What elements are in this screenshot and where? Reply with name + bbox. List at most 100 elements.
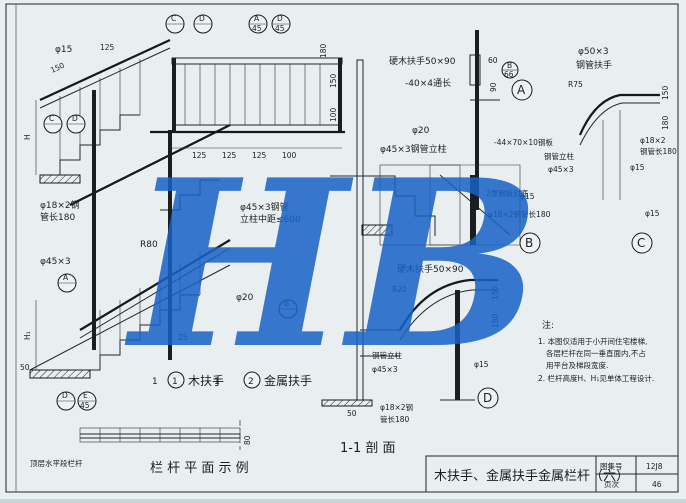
svg-text:钢管立柱: 钢管立柱 [372,350,402,360]
detail-b: 钢管立柱 φ45×3 φ15 [429,151,574,246]
plan-caption: 栏 杆 平 面 示 例 [150,461,249,476]
svg-text:1: 1 [152,377,158,387]
svg-text:φ18×2钢管长180: φ18×2钢管长180 [488,209,551,219]
detail-ref-a: A [517,83,526,97]
svg-text:D: D [199,14,205,23]
svg-text:1: 1 [172,377,178,387]
svg-text:50: 50 [347,409,357,418]
svg-text:D: D [72,114,78,123]
svg-text:页次: 页次 [604,479,619,489]
plan-note: 顶层水平段栏杆 [30,458,83,468]
drawing-title: 木扶手、金属扶手金属栏杆（六） [434,468,629,484]
svg-text:φ45×3: φ45×3 [548,165,574,174]
sheet-border [5,3,679,493]
detail-a: 硬木扶手50×90 -40×4通长 φ20 φ45×3钢管立柱 -44×70×1… [380,30,553,219]
svg-text:B: B [507,61,512,70]
svg-text:150: 150 [661,85,670,100]
index-marks: C D A 45 D 45 C D A D E 45 B B 66 [43,14,519,411]
svg-text:-40×4通长: -40×4通长 [405,77,451,89]
svg-text:90: 90 [489,82,498,92]
stair-elevation: H H₁ φ15 1 50 φ18×2钢 管长180 R80 φ45×3 φ45×… [20,39,301,387]
note-line-2: 各层栏杆在同一垂直面内,不占 [546,348,646,358]
svg-text:50: 50 [20,363,30,372]
svg-text:45: 45 [252,24,262,33]
svg-text:45: 45 [275,24,285,33]
svg-text:125: 125 [192,151,207,160]
svg-text:100: 100 [329,107,338,122]
svg-text:A: A [63,273,69,282]
note-line-3: 用平台及梯段宽度. [546,360,608,370]
svg-text:150: 150 [491,285,500,300]
svg-text:E: E [83,391,88,400]
svg-text:66: 66 [504,70,514,79]
stair-phi15-label: φ15 [55,45,72,55]
stair-r80-label: R80 [140,240,158,250]
note-line-4: 2. 栏杆高度H、H₁见单体工程设计. [538,373,654,383]
wood-rail-label: 硬木扶手50×90 [389,55,456,67]
svg-text:H: H [23,134,32,140]
svg-text:φ50×3: φ50×3 [578,47,609,57]
stair-phi18-label: φ18×2钢 [40,199,80,211]
post-spacing-label: φ45×3钢管 [240,201,289,213]
atlas-number: 12J8 [646,462,663,471]
detail-ref-b: B [525,236,533,250]
title-block: 木扶手、金属扶手金属栏杆（六） 图集号 12J8 页次 46 [425,455,679,493]
svg-text:150: 150 [329,73,338,88]
railing-elevation-top: 125 125 125 100 180 150 100 [150,43,345,160]
note-line-1: 1. 本图仅适用于小开间住宅楼梯, [538,336,647,346]
svg-text:φ15: φ15 [474,360,489,369]
variant-wood-rail: 木扶手 [188,373,224,388]
svg-text:管长180: 管长180 [380,414,410,424]
svg-text:180: 180 [661,115,670,130]
section-1-1: 50 [321,59,461,418]
svg-text:60: 60 [488,56,498,65]
svg-text:125: 125 [100,43,115,52]
svg-text:A: A [254,14,260,23]
svg-text:1: 1 [214,377,220,387]
detail-c: φ50×3 钢管扶手 R75 φ18×2 钢管长180 φ15 φ15 150 … [568,47,677,218]
section-caption: 1-1 剖 面 [340,441,396,456]
svg-text:图集号: 图集号 [600,461,623,471]
svg-text:C: C [171,14,176,23]
svg-text:φ15: φ15 [520,192,535,201]
svg-text:-44×70×10钢板: -44×70×10钢板 [494,137,553,147]
svg-text:2厚钢板封底: 2厚钢板封底 [486,188,529,198]
hb-watermark: HB [124,130,542,400]
svg-text:φ15: φ15 [630,163,645,172]
svg-text:H₁: H₁ [23,331,32,340]
svg-text:D: D [277,14,283,23]
page-number: 46 [652,480,662,489]
svg-text:80: 80 [243,435,252,445]
svg-text:φ45×3: φ45×3 [40,257,71,267]
svg-text:钢管扶手: 钢管扶手 [576,59,612,71]
detail-ref-d: D [483,391,492,405]
svg-text:25: 25 [178,333,188,342]
svg-text:R20: R20 [392,285,407,294]
detail-ref-c: C [637,236,645,250]
svg-text:钢管立柱: 钢管立柱 [544,151,574,161]
svg-text:45: 45 [80,401,90,410]
svg-text:R75: R75 [568,80,583,89]
svg-text:φ15: φ15 [645,209,660,218]
svg-text:C: C [49,114,54,123]
svg-text:钢管长180: 钢管长180 [640,146,677,156]
detail-ref-circles: A B C D [477,79,653,409]
detail-d: 硬木扶手50×90 R20 钢管立柱 φ45×3 φ15 φ18×2钢 管长18… [372,263,500,424]
svg-text:立柱中距≤600: 立柱中距≤600 [240,213,301,225]
svg-text:100: 100 [282,151,297,160]
svg-text:180: 180 [319,43,328,58]
svg-text:125: 125 [252,151,267,160]
svg-text:D: D [62,391,68,400]
svg-text:硬木扶手50×90: 硬木扶手50×90 [397,263,464,275]
svg-text:φ45×3钢管立柱: φ45×3钢管立柱 [380,143,447,155]
variant-metal-rail: 金属扶手 [264,373,312,388]
svg-text:管长180: 管长180 [40,211,75,223]
svg-text:φ18×2钢: φ18×2钢 [380,402,413,412]
svg-text:125: 125 [222,151,237,160]
notes: 注: 1. 本图仅适用于小开间住宅楼梯, 各层栏杆在同一垂直面内,不占 用平台及… [538,319,654,383]
variant-labels: 1 木扶手 2 金属扶手 [167,371,312,389]
plan-example: 80 顶层水平段栏杆 栏 杆 平 面 示 例 [30,420,252,476]
svg-text:B: B [284,299,289,308]
